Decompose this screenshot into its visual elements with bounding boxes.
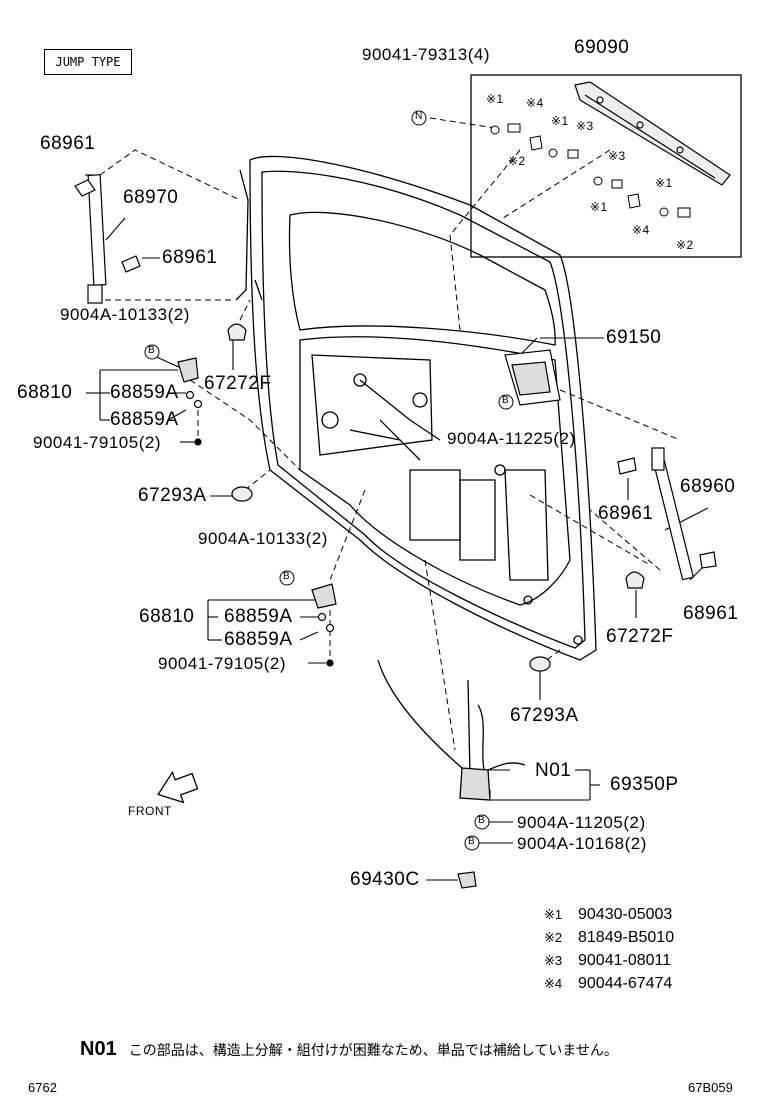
- mark-2-a: ※2: [508, 154, 526, 168]
- circle-letter-b-2: B: [502, 395, 510, 406]
- mark-1-c: ※1: [655, 176, 673, 190]
- mark-4-b: ※4: [632, 223, 650, 237]
- lock-69150: [504, 349, 561, 406]
- stay-68960: [617, 447, 717, 581]
- part-68961-second: 68961: [162, 247, 218, 268]
- part-69090: 69090: [574, 37, 630, 58]
- legend-row: ※4 90044-67474: [544, 972, 674, 995]
- circle-letter-b-5: B: [468, 836, 476, 847]
- legend-mark: ※2: [544, 929, 563, 945]
- striker-69430C: [457, 871, 477, 889]
- part-68859A-upper-2: 68859A: [110, 409, 179, 430]
- mark-3-b: ※3: [608, 149, 626, 163]
- molding-fasteners: [490, 123, 691, 218]
- circle-letter-b-1: B: [148, 345, 156, 356]
- front-arrow-icon: [157, 770, 199, 804]
- part-68810-upper: 68810: [17, 382, 73, 403]
- legend-row: ※1 90430-05003: [544, 903, 674, 926]
- legend: ※1 90430-05003 ※2 81849-B5010 ※3 90041-0…: [544, 903, 674, 995]
- footer-left-code: 6762: [28, 1080, 57, 1095]
- legend-part: 90041-08011: [578, 951, 672, 969]
- mark-4-a: ※4: [526, 96, 544, 110]
- mark-1-a: ※1: [486, 92, 504, 106]
- part-69430C: 69430C: [350, 869, 420, 890]
- part-90041-79105-upper: 90041-79105(2): [33, 433, 161, 452]
- part-69150: 69150: [606, 327, 662, 348]
- legend-mark: ※4: [544, 975, 563, 991]
- callout-box-69090: [470, 74, 742, 258]
- circle-letter-b-3: B: [283, 571, 291, 582]
- mark-2-b: ※2: [676, 238, 694, 252]
- mark-1-d: ※1: [590, 200, 608, 214]
- solid-leaders: [85, 174, 709, 881]
- part-90041-79313: 90041-79313(4): [362, 45, 490, 64]
- mark-3-a: ※3: [576, 119, 594, 133]
- legend-part: 81849-B5010: [578, 928, 675, 946]
- part-N01: N01: [535, 760, 572, 781]
- part-67272F-upper: 67272F: [204, 373, 272, 394]
- hinge-upper: [177, 357, 203, 446]
- part-68970: 68970: [123, 187, 179, 208]
- cushions: [227, 323, 645, 672]
- legend-mark: ※3: [544, 952, 563, 968]
- part-68859A-lower-1: 68859A: [224, 606, 293, 627]
- part-68961-right-upper: 68961: [598, 503, 654, 524]
- mark-1-b: ※1: [551, 114, 569, 128]
- note: N01 この部品は、構造上分解・組付けが困難なため、単品では補給していません。: [80, 1038, 618, 1061]
- legend-row: ※2 81849-B5010: [544, 926, 674, 949]
- part-9004A-10168: 9004A-10168(2): [517, 834, 647, 853]
- legend-part: 90044-67474: [578, 974, 673, 992]
- stay-68970: [74, 174, 141, 304]
- legend-mark: ※1: [544, 906, 563, 922]
- part-68961-top: 68961: [40, 133, 96, 154]
- part-68960: 68960: [680, 476, 736, 497]
- molding-69090: [574, 81, 731, 186]
- part-67293A-lower: 67293A: [510, 705, 579, 726]
- part-67272F-lower: 67272F: [606, 626, 674, 647]
- hinge-lower: [311, 583, 337, 667]
- front-label: FRONT: [128, 804, 172, 818]
- note-text: この部品は、構造上分解・組付けが困難なため、単品では補給していません。: [128, 1041, 618, 1058]
- circle-letter-b-4: B: [478, 815, 486, 826]
- back-door-panel: [235, 155, 597, 661]
- part-68961-right-lower: 68961: [683, 603, 739, 624]
- part-68859A-lower-2: 68859A: [224, 629, 293, 650]
- part-67293A-upper: 67293A: [138, 485, 207, 506]
- part-90041-79105-lower: 90041-79105(2): [158, 654, 286, 673]
- circled-markers: [144, 110, 514, 851]
- part-9004A-11225: 9004A-11225(2): [447, 429, 576, 448]
- footer-right-code: 67B059: [688, 1080, 733, 1095]
- part-9004A-11205: 9004A-11205(2): [517, 813, 646, 832]
- legend-row: ※3 90041-08011: [544, 949, 674, 972]
- part-68810-lower: 68810: [139, 606, 195, 627]
- part-68859A-upper-1: 68859A: [110, 382, 179, 403]
- part-69350P: 69350P: [610, 774, 679, 795]
- part-9004A-10133-upper: 9004A-10133(2): [60, 305, 190, 324]
- lock-69350P: [377, 659, 526, 801]
- leader-lines: [95, 117, 681, 751]
- circle-letter-n: N: [415, 111, 423, 122]
- jump-type-label: JUMP TYPE: [44, 49, 132, 75]
- legend-part: 90430-05003: [578, 905, 673, 923]
- note-code: N01: [80, 1038, 117, 1060]
- part-9004A-10133-lower: 9004A-10133(2): [198, 529, 328, 548]
